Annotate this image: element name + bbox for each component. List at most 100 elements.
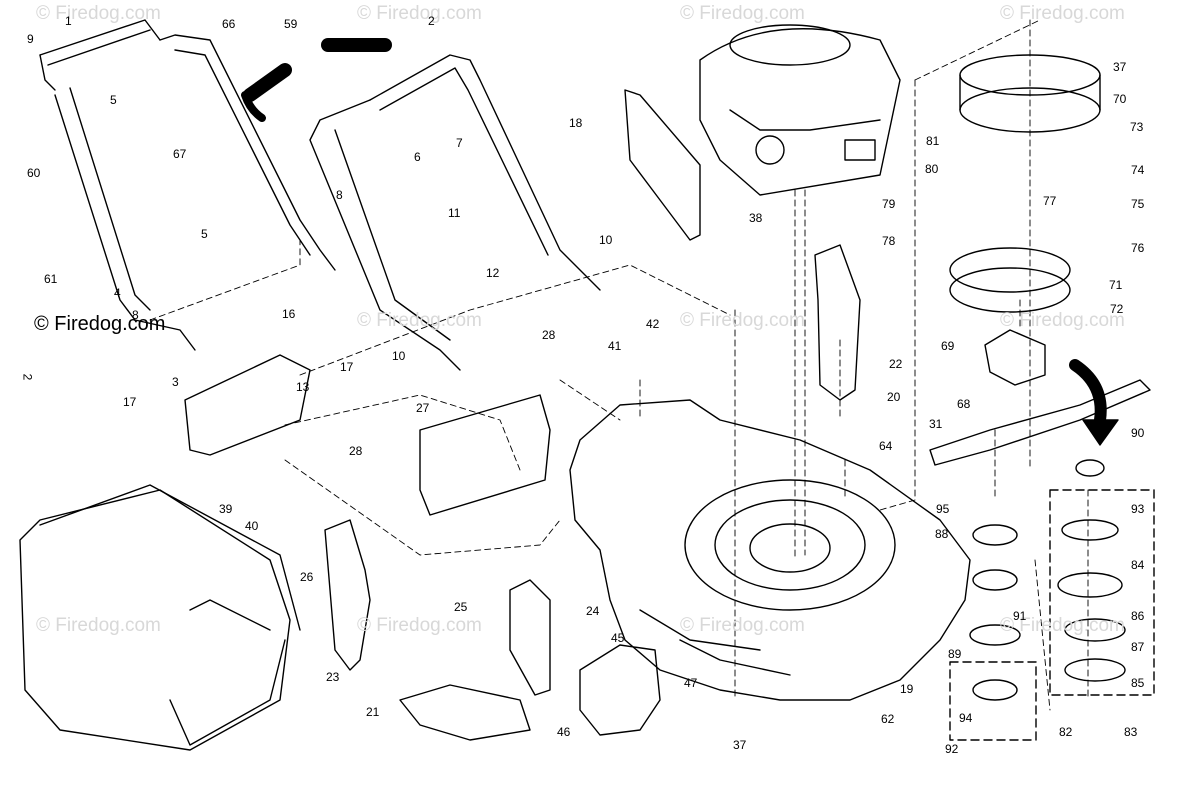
watermark-text: © Firedog.com <box>357 615 482 636</box>
callout-label: 93 <box>1131 502 1145 516</box>
dashed-guides <box>149 19 1089 711</box>
direction-arrow <box>1069 359 1107 426</box>
callout-label: 37 <box>1113 60 1127 74</box>
direction-arrowhead <box>1082 419 1119 446</box>
callout-label: 18 <box>569 116 583 130</box>
drive-kit-parts <box>969 459 1126 701</box>
callout-label: 73 <box>1130 120 1144 134</box>
callout-label: 10 <box>599 233 613 247</box>
callout-label: 95 <box>936 502 950 516</box>
callout-label: 5 <box>110 93 117 107</box>
callout-label: 11 <box>448 206 461 220</box>
callout-label: 71 <box>1109 278 1123 292</box>
height-adjuster-left <box>324 519 371 671</box>
callout-label: 28 <box>349 444 363 458</box>
upper-handle-frame <box>309 54 601 371</box>
callout-label: 3 <box>172 375 179 389</box>
rear-chute <box>399 684 531 741</box>
callout-label: 38 <box>749 211 763 225</box>
rear-flap <box>184 354 311 456</box>
watermark-text: © Firedog.com <box>1000 615 1125 636</box>
callout-label: 82 <box>1059 725 1073 739</box>
lower-handle-frame <box>39 19 336 351</box>
callout-label: 12 <box>486 266 500 280</box>
watermark-text-dark: © Firedog.com <box>34 313 166 335</box>
callout-label: 17 <box>123 395 137 409</box>
watermark-text: © Firedog.com <box>36 3 161 24</box>
callout-label: 27 <box>416 401 430 415</box>
callout-label: 1 <box>65 14 72 28</box>
watermark-text: © Firedog.com <box>680 615 805 636</box>
callout-label: 67 <box>173 147 187 161</box>
callout-label: 89 <box>948 647 962 661</box>
callout-label: 80 <box>925 162 939 176</box>
kit-box-83 <box>1049 489 1155 696</box>
callout-label: 69 <box>941 339 955 353</box>
callout-label: 86 <box>1131 609 1145 623</box>
kit-box-82 <box>949 661 1037 741</box>
callout-label: 46 <box>557 725 571 739</box>
baffle <box>624 89 701 241</box>
mower-deck <box>569 399 971 701</box>
mulch-plug <box>579 644 661 736</box>
callout-label: 84 <box>1131 558 1145 572</box>
height-adjuster-right <box>814 244 861 401</box>
callout-label: 92 <box>945 742 959 756</box>
callout-label: 6 <box>414 150 421 164</box>
watermark-text: © Firedog.com <box>36 615 161 636</box>
callout-label: 23 <box>326 670 340 684</box>
engine-assembly <box>699 24 901 196</box>
callout-label: 31 <box>929 417 943 431</box>
callout-label: 66 <box>222 17 236 31</box>
callout-label: 2 <box>428 14 435 28</box>
callout-label: 88 <box>935 527 949 541</box>
watermark-text: © Firedog.com <box>680 3 805 24</box>
callout-label: 78 <box>882 234 896 248</box>
flywheel-brake-plate <box>949 247 1071 313</box>
callout-label: 28 <box>542 328 556 342</box>
callout-label: 81 <box>926 134 940 148</box>
callout-label: 47 <box>684 676 698 690</box>
callout-label: 91 <box>1013 609 1027 623</box>
callout-label: 85 <box>1131 676 1145 690</box>
callout-label: 16 <box>282 307 296 321</box>
callout-label: 83 <box>1124 725 1138 739</box>
callout-label: 37 <box>733 738 747 752</box>
callout-label: 20 <box>887 390 901 404</box>
callout-label: 5 <box>201 227 208 241</box>
callout-label: 21 <box>366 705 380 719</box>
blade-adapter <box>984 329 1046 386</box>
callout-label: 94 <box>959 711 973 725</box>
callout-label: 24 <box>586 604 600 618</box>
callout-label: 59 <box>284 17 298 31</box>
side-mark: 2 <box>20 373 35 381</box>
callout-label: 40 <box>245 519 259 533</box>
callout-label: 7 <box>456 136 463 150</box>
callout-label: 22 <box>889 357 903 371</box>
callout-label: 10 <box>392 349 406 363</box>
watermark-text: © Firedog.com <box>357 310 482 331</box>
watermark-text: © Firedog.com <box>1000 3 1125 24</box>
callout-label: 74 <box>1131 163 1145 177</box>
callout-label: 77 <box>1043 194 1057 208</box>
callout-label: 87 <box>1131 640 1145 654</box>
callout-label: 26 <box>300 570 314 584</box>
callout-label: 61 <box>44 272 58 286</box>
callout-label: 39 <box>219 502 233 516</box>
callout-label: 19 <box>900 682 914 696</box>
callout-label: 8 <box>336 188 343 202</box>
watermark-text: © Firedog.com <box>1000 310 1125 331</box>
grass-catcher-bag <box>19 484 301 751</box>
callout-label: 8 <box>132 308 139 322</box>
callout-label: 72 <box>1110 302 1124 316</box>
callout-label: 41 <box>608 339 622 353</box>
discharge-plug <box>509 579 551 696</box>
callout-label: 4 <box>114 286 121 300</box>
hose-59b <box>243 38 392 102</box>
callout-label: 76 <box>1131 241 1145 255</box>
watermark-text: © Firedog.com <box>680 310 805 331</box>
watermark-text: © Firedog.com <box>357 3 482 24</box>
callout-label: 13 <box>296 380 310 394</box>
callout-label: 68 <box>957 397 971 411</box>
callout-label: 45 <box>611 631 625 645</box>
